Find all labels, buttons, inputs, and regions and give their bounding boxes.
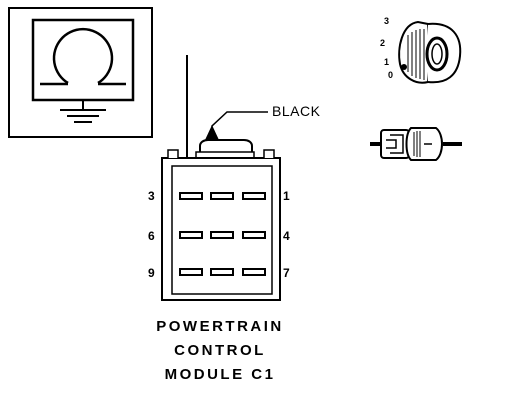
key-position-2: 2: [380, 38, 385, 48]
pin-slot-3: [179, 192, 203, 200]
pin-slot-5: [210, 231, 234, 239]
pin-slot-6: [179, 231, 203, 239]
pin-slot-7: [242, 268, 266, 276]
pin-label-9: 9: [148, 266, 155, 280]
color-callout-label: BLACK: [272, 103, 321, 119]
color-callout: BLACK: [205, 103, 321, 140]
key-position-1: 1: [384, 57, 389, 67]
pin-slot-9: [179, 268, 203, 276]
pin-label-4: 4: [283, 229, 290, 243]
ignition-key-icon: 3 2 1 0: [380, 16, 462, 84]
backprobe-icon: [370, 127, 462, 161]
connector-body: [161, 139, 281, 301]
key-position-3: 3: [384, 16, 389, 26]
connector-title-line-1: POWERTRAIN: [156, 318, 284, 335]
pin-slot-2: [210, 192, 234, 200]
pin-label-6: 6: [148, 229, 155, 243]
connector-title-line-3: MODULE C1: [165, 366, 276, 383]
pin-slot-8: [210, 268, 234, 276]
connector-title-line-2: CONTROL: [174, 342, 266, 359]
pin-slot-4: [242, 231, 266, 239]
pin-slot-1: [242, 192, 266, 200]
meter-symbol-icon: [8, 7, 153, 138]
key-position-0: 0: [388, 70, 393, 80]
pin-label-7: 7: [283, 266, 290, 280]
pin-label-1: 1: [283, 189, 290, 203]
pin-label-3: 3: [148, 189, 155, 203]
